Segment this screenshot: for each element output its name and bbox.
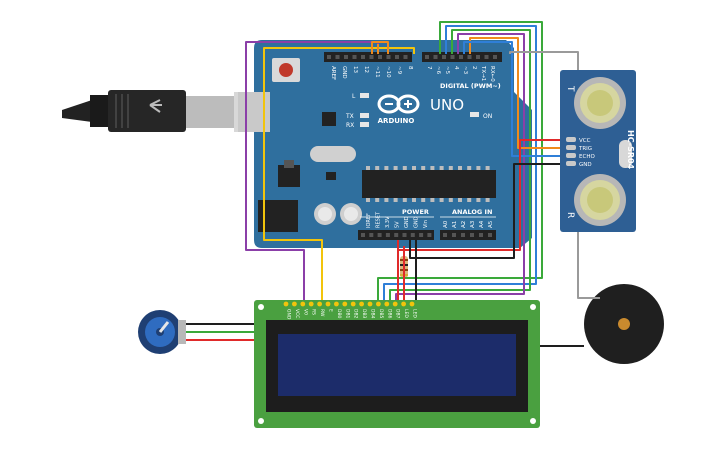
wire-black-1: [409, 163, 560, 259]
analog-label: ANALOG IN: [452, 208, 492, 216]
ultrasonic-sensor-hc-sr04: VCC TRIG ECHO GND HC-SR04 T R: [560, 70, 636, 232]
analog-pin-label: A0: [443, 220, 449, 228]
atmega-chip: [362, 170, 496, 198]
lcd-pin-label: DB1: [344, 309, 350, 319]
wire-green-2: [389, 29, 531, 300]
digital-pin-label: AREF: [330, 66, 336, 80]
wire-green-1: [377, 21, 543, 300]
arduino-uno-board: ARDUINO UNO L TX RX ON AREF GND 13 12 ~11 ~10…: [238, 40, 532, 248]
digital-pin-label: 7: [426, 66, 432, 70]
digital-pin-label: 13: [352, 66, 358, 73]
lcd-pin-label: RW: [319, 309, 325, 317]
power-pin-label: RESET: [376, 211, 382, 228]
lcd-pin-label: VCC: [294, 309, 300, 318]
wire-orange-2: [469, 37, 560, 149]
digital-pin-label: ~9: [396, 66, 402, 75]
lcd-pin-label: DB6: [386, 309, 392, 319]
digital-header-left: [324, 52, 412, 62]
lcd-screen: [278, 334, 516, 396]
usb-icon: [149, 99, 162, 113]
analog-pin-label: A4: [479, 220, 485, 228]
piezo-buzzer: [584, 284, 664, 364]
wires: [186, 21, 600, 347]
uno-label: UNO: [430, 96, 464, 114]
sensor-model: HC-SR04: [626, 130, 635, 170]
analog-pin-label: A2: [461, 221, 467, 228]
sensor-pin-label: VCC: [579, 138, 591, 144]
lcd-pin-label: DB2: [353, 309, 359, 319]
led-rx: [360, 122, 369, 127]
digital-pin-label: ~6: [435, 66, 441, 75]
power-pin-label: GND: [414, 216, 420, 228]
wire-orange: [371, 41, 389, 54]
digital-label: DIGITAL (PWM~): [440, 82, 501, 90]
power-pin-label: Vin: [423, 220, 429, 228]
potentiometer[interactable]: [138, 310, 186, 354]
lcd-pin-label: E: [328, 309, 334, 312]
digital-pin-label: 2: [471, 66, 477, 70]
power-label: POWER: [402, 208, 429, 216]
sensor-crystal: [619, 140, 632, 168]
digital-pin-label: ~3: [462, 66, 468, 75]
digital-pin-label: 8: [407, 66, 413, 70]
led-rx-label: RX: [346, 122, 354, 129]
led-tx: [360, 113, 369, 118]
lcd-pin-label: DB5: [378, 309, 384, 319]
lcd-pin-label: DB4: [370, 309, 376, 319]
lcd-pin-label: LED: [412, 309, 418, 318]
digital-pin-label: ~10: [385, 66, 391, 78]
power-pin-label: 3.3V: [385, 216, 391, 228]
digital-pin-label: GND: [341, 66, 347, 79]
wire-blue-2: [463, 41, 560, 157]
lcd-pin-label: GND: [286, 309, 292, 320]
arduino-logo-icon: [377, 94, 420, 114]
analog-header: [440, 230, 496, 240]
power-pin-label: 5V: [395, 221, 401, 228]
digital-pin-label: ~11: [374, 66, 380, 78]
svg-text:T: T: [565, 85, 575, 92]
usb-cable: [62, 90, 260, 132]
digital-pin-label: 4: [453, 66, 459, 70]
arduino-brand: ARDUINO: [378, 117, 415, 125]
sensor-pin-label: TRIG: [578, 146, 592, 152]
led-tx-label: TX: [345, 113, 354, 120]
lcd-pin-label: DB7: [395, 309, 401, 319]
led-on-label: ON: [483, 113, 492, 120]
lcd-pin-label: DB3: [361, 309, 367, 319]
power-pin-label: GND: [404, 216, 410, 228]
analog-pin-label: A1: [452, 221, 458, 228]
led-l: [360, 93, 369, 98]
led-on: [470, 112, 479, 117]
knob-indicator: [158, 321, 170, 333]
wire-yellow: [263, 47, 415, 300]
power-pin-label: IOREF: [366, 213, 372, 228]
analog-pin-label: A5: [488, 220, 494, 228]
svg-text:R: R: [565, 212, 575, 218]
sensor-pin-label: ECHO: [579, 154, 595, 160]
led-l-label: L: [352, 93, 356, 100]
lcd-pin-label: DB0: [336, 309, 342, 319]
digital-pin-label: RX←0: [489, 66, 495, 82]
digital-pin-label: TX→1: [480, 65, 486, 81]
lcd-pin-label: RS: [311, 309, 317, 315]
digital-pin-label: 12: [363, 66, 369, 73]
wire-red-1: [397, 139, 560, 251]
sensor-pin-label: GND: [579, 162, 592, 168]
lcd-pin-label: LED: [403, 309, 409, 318]
digital-pin-label: ~5: [444, 66, 450, 75]
wire-gray: [509, 51, 579, 70]
lcd-pin-label: V0: [302, 309, 308, 315]
analog-pin-label: A3: [470, 220, 476, 228]
